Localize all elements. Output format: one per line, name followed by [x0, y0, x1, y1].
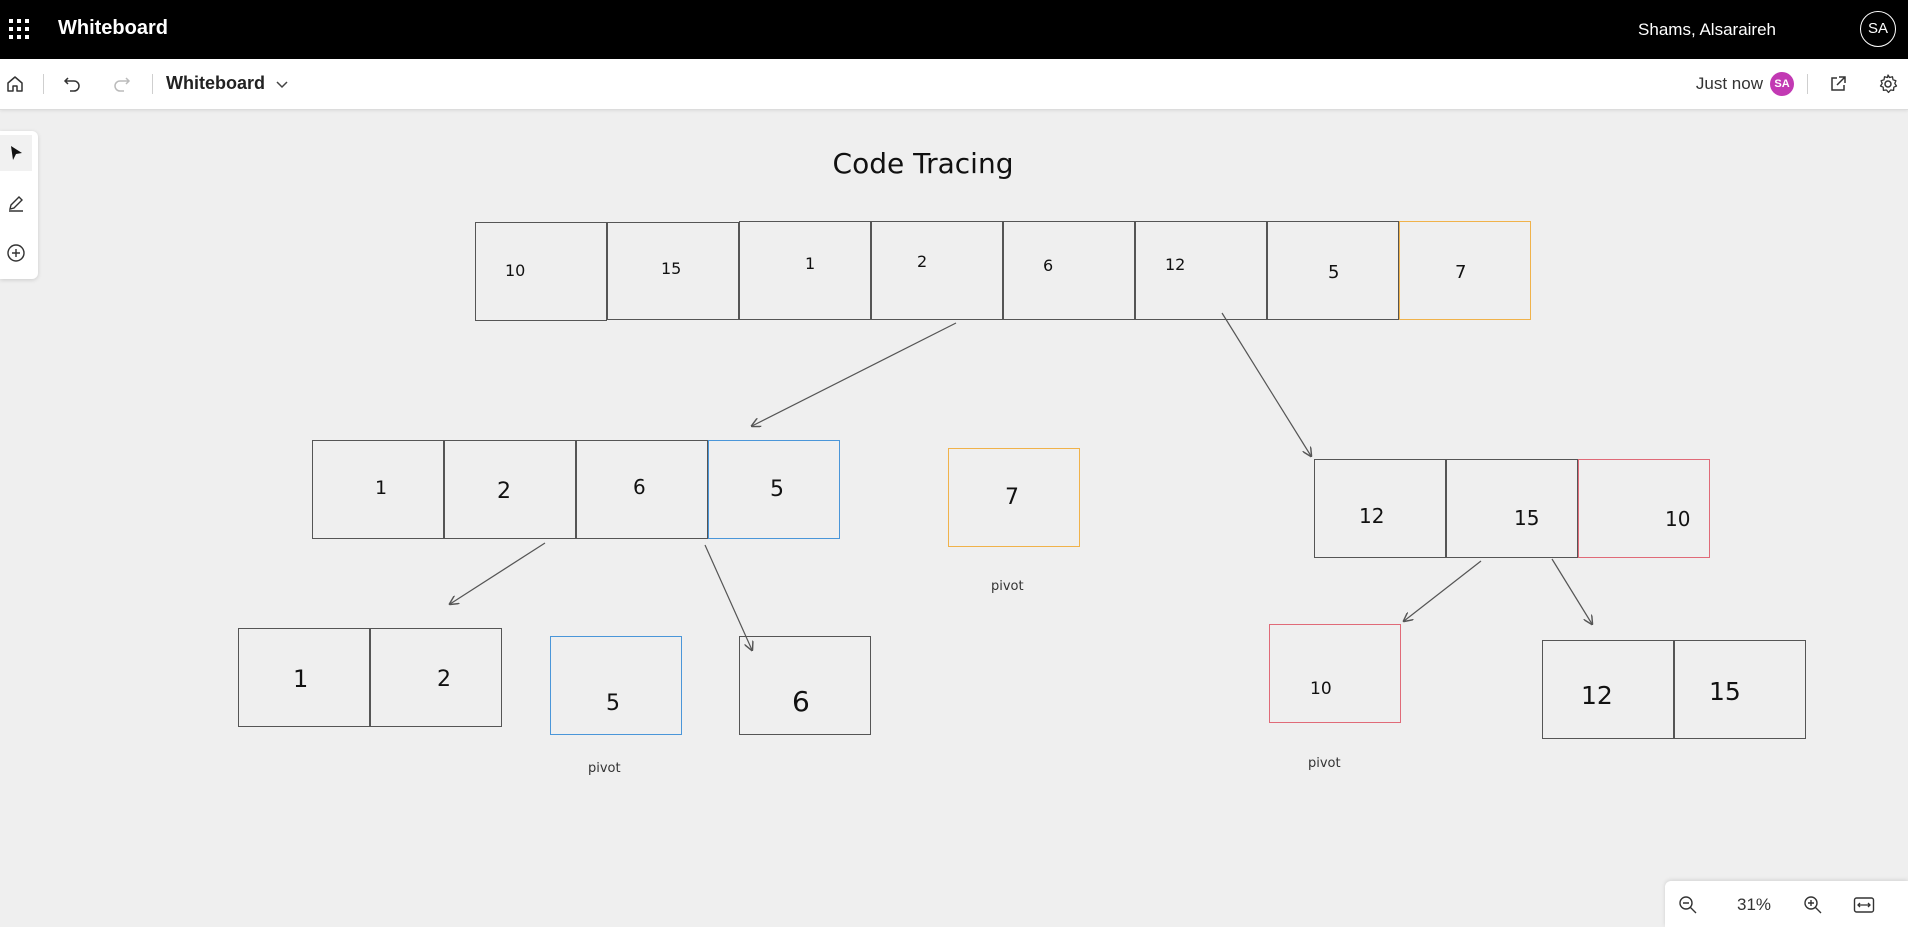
array-cell[interactable]: 6 [739, 636, 871, 735]
settings-icon[interactable] [1876, 72, 1900, 96]
cell-value: 7 [1005, 485, 1019, 510]
pivot-cell[interactable]: 7 [948, 448, 1080, 547]
cell-value: 15 [661, 259, 682, 278]
cell-value: 10 [1310, 679, 1332, 699]
pivot-label[interactable]: pivot [1308, 756, 1341, 771]
cell-value: 1 [293, 665, 309, 693]
tool-palette [0, 131, 38, 279]
array-cell[interactable]: 2 [370, 628, 502, 727]
fit-to-screen-icon[interactable] [1853, 894, 1875, 916]
collaborator-avatar[interactable]: SA [1770, 72, 1794, 96]
redo-icon[interactable] [110, 72, 134, 96]
whiteboard-canvas[interactable]: Code Tracing 10 15 1 2 6 12 5 7 1 2 6 5 … [0, 110, 1908, 927]
select-icon[interactable] [0, 135, 32, 171]
cell-value: 2 [917, 252, 928, 271]
array-cell[interactable]: 2 [871, 221, 1003, 320]
cell-value: 1 [805, 254, 816, 273]
connector-arrows [0, 312, 1908, 927]
divider [152, 74, 153, 94]
share-icon[interactable] [1826, 72, 1850, 96]
pivot-cell[interactable]: 10 [1578, 459, 1710, 558]
arrow-to-right-array [1221, 312, 1311, 456]
board-toolbar: Whiteboard Just now SA [0, 59, 1908, 110]
cell-value: 12 [1581, 681, 1613, 710]
divider [1807, 74, 1808, 94]
pivot-cell[interactable]: 7 [1399, 221, 1531, 320]
cell-value: 12 [1165, 255, 1186, 274]
cell-value: 7 [1455, 262, 1467, 283]
array-cell[interactable]: 10 [475, 222, 607, 321]
arrow-to-single-six [704, 544, 752, 650]
array-cell[interactable]: 2 [444, 440, 576, 539]
array-cell[interactable]: 15 [1674, 640, 1806, 739]
pivot-cell[interactable]: 5 [708, 440, 840, 539]
array-cell[interactable]: 12 [1542, 640, 1674, 739]
array-cell[interactable]: 12 [1135, 221, 1267, 320]
cell-value: 2 [497, 479, 511, 504]
pivot-label[interactable]: pivot [991, 579, 1024, 594]
cell-value: 10 [505, 261, 526, 280]
zoom-in-icon[interactable] [1802, 894, 1824, 916]
chevron-down-icon[interactable] [270, 72, 294, 96]
zoom-controls: 31% [1665, 881, 1908, 927]
cell-value: 5 [770, 477, 784, 502]
pivot-label[interactable]: pivot [588, 761, 621, 776]
home-icon[interactable] [3, 72, 27, 96]
array-cell[interactable]: 6 [576, 440, 708, 539]
add-icon[interactable] [0, 235, 32, 271]
pivot-cell[interactable]: 5 [550, 636, 682, 735]
zoom-level[interactable]: 31% [1737, 895, 1772, 914]
undo-icon[interactable] [60, 72, 84, 96]
cell-value: 5 [1328, 262, 1340, 283]
array-cell[interactable]: 15 [607, 222, 739, 320]
array-cell[interactable]: 1 [238, 628, 370, 727]
divider [43, 74, 44, 94]
cell-value: 5 [606, 691, 620, 716]
board-name[interactable]: Whiteboard [166, 73, 265, 93]
arrow-to-left-array [752, 322, 957, 426]
pen-icon[interactable] [0, 185, 32, 221]
arrow-to-right-bottom [1551, 558, 1592, 624]
cell-value: 10 [1665, 507, 1691, 531]
cell-value: 2 [437, 667, 451, 692]
arrow-to-right-pivot [1404, 560, 1482, 621]
account-avatar[interactable]: SA [1860, 11, 1896, 47]
array-cell[interactable]: 12 [1314, 459, 1446, 558]
zoom-out-icon[interactable] [1677, 894, 1699, 916]
cell-value: 1 [375, 477, 388, 499]
top-bar: Whiteboard Shams, Alsaraireh SA [0, 0, 1908, 59]
cell-value: 15 [1709, 677, 1741, 706]
array-cell[interactable]: 6 [1003, 221, 1135, 320]
cell-value: 6 [792, 685, 810, 718]
app-launcher-icon[interactable] [8, 18, 30, 40]
array-cell[interactable]: 1 [312, 440, 444, 539]
array-cell[interactable]: 1 [739, 221, 871, 320]
array-cell[interactable]: 15 [1446, 459, 1578, 558]
cell-value: 12 [1359, 504, 1385, 528]
app-title[interactable]: Whiteboard [58, 17, 168, 39]
arrow-to-left-bottom [450, 542, 546, 604]
user-name: Shams, Alsaraireh [1638, 20, 1776, 39]
pivot-cell[interactable]: 10 [1269, 624, 1401, 723]
board-heading[interactable]: Code Tracing [832, 147, 1014, 180]
cell-value: 15 [1514, 506, 1540, 530]
cell-value: 6 [1043, 256, 1054, 275]
save-status: Just now [1695, 74, 1763, 93]
cell-value: 6 [633, 475, 646, 499]
array-cell[interactable]: 5 [1267, 221, 1399, 320]
